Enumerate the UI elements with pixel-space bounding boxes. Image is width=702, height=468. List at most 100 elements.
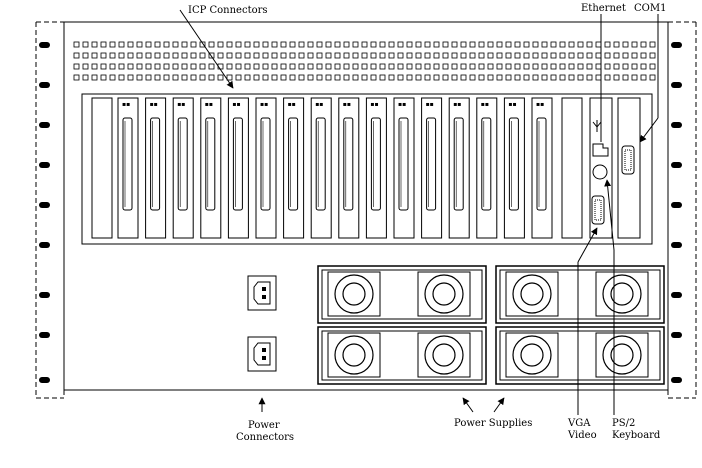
icp-card: ▪▪ [448, 97, 470, 239]
vent-hole [73, 63, 80, 70]
vent-hole [649, 52, 656, 59]
power-connectors-label-line1: Power [248, 420, 280, 431]
vent-hole [586, 52, 593, 59]
vent-hole [271, 63, 278, 70]
vent-hole [199, 52, 206, 59]
icp-card: ▪▪ [283, 97, 305, 239]
vent-hole [649, 41, 656, 48]
vent-hole [370, 74, 377, 81]
rail-hole [39, 332, 50, 338]
vent-hole [172, 74, 179, 81]
vent-hole [388, 74, 395, 81]
led-marks: ▪▪ [398, 101, 406, 108]
vent-hole [262, 63, 269, 70]
led-marks: ▪▪ [370, 101, 378, 108]
vent-hole [514, 74, 521, 81]
vent-hole [523, 41, 530, 48]
power-supply-unit [317, 265, 487, 324]
vent-hole [460, 74, 467, 81]
vent-hole [613, 63, 620, 70]
vent-hole [235, 63, 242, 70]
vent-hole [568, 63, 575, 70]
vent-hole [343, 63, 350, 70]
vent-hole [262, 52, 269, 59]
vent-hole [577, 74, 584, 81]
rail-hole [671, 377, 682, 383]
vent-hole [100, 63, 107, 70]
vent-hole [154, 52, 161, 59]
vent-hole [613, 41, 620, 48]
icp-connector [343, 117, 354, 211]
vent-hole [622, 74, 629, 81]
led-marks: ▪▪ [288, 101, 296, 108]
rail-hole [39, 122, 50, 128]
vent-hole [334, 63, 341, 70]
vent-hole [523, 52, 530, 59]
vent-hole [154, 41, 161, 48]
vent-hole [640, 52, 647, 59]
vent-hole [244, 74, 251, 81]
icp-card: ▪▪ [227, 97, 249, 239]
rail-hole [39, 202, 50, 208]
vent-hole [451, 74, 458, 81]
vent-hole [109, 63, 116, 70]
ps2-label-line1: PS/2 [612, 418, 635, 429]
vent-hole [541, 63, 548, 70]
vent-hole [163, 52, 170, 59]
vent-hole [244, 63, 251, 70]
rail-hole [39, 377, 50, 383]
led-marks: ▪▪ [508, 101, 516, 108]
vent-hole [100, 52, 107, 59]
rail-hole [39, 42, 50, 48]
vent-hole [235, 41, 242, 48]
vent-hole [109, 74, 116, 81]
icp-card: ▪▪ [476, 97, 498, 239]
icp-card-slots: ▪▪▪▪▪▪▪▪▪▪▪▪▪▪▪▪▪▪▪▪▪▪▪▪▪▪▪▪▪▪▪▪ [91, 97, 583, 239]
icp-card: ▪▪ [172, 97, 194, 239]
vent-hole [577, 63, 584, 70]
vent-hole [343, 74, 350, 81]
vent-hole [352, 74, 359, 81]
vent-hole [397, 52, 404, 59]
vent-hole [73, 52, 80, 59]
rail-hole [671, 332, 682, 338]
vent-hole [127, 74, 134, 81]
power-connectors-label-line2: Connectors [236, 432, 294, 443]
vent-hole [514, 52, 521, 59]
vga-label-line2: Video [567, 430, 597, 441]
com1-label: COM1 [634, 3, 666, 14]
vent-hole [199, 63, 206, 70]
vent-hole [208, 63, 215, 70]
vent-hole [136, 63, 143, 70]
vent-hole [235, 74, 242, 81]
power-supply-unit [317, 326, 487, 385]
vent-hole [100, 74, 107, 81]
vent-hole [370, 63, 377, 70]
vent-hole [460, 52, 467, 59]
vent-hole [73, 74, 80, 81]
icp-connectors-label: ICP Connectors [188, 5, 268, 16]
vent-hole [217, 52, 224, 59]
vent-hole [640, 74, 647, 81]
vent-hole [271, 74, 278, 81]
fan [417, 271, 471, 317]
led-marks: ▪▪ [205, 101, 213, 108]
fan [505, 332, 559, 378]
icp-connector [232, 117, 243, 211]
vent-hole [442, 74, 449, 81]
icp-card: ▪▪ [393, 97, 415, 239]
vent-hole [586, 63, 593, 70]
vent-hole [91, 52, 98, 59]
vent-hole [298, 63, 305, 70]
vent-hole [172, 41, 179, 48]
fan [327, 332, 381, 378]
vent-hole [487, 63, 494, 70]
vent-hole [523, 63, 530, 70]
vent-hole [253, 52, 260, 59]
vent-hole [361, 63, 368, 70]
vent-hole [73, 41, 80, 48]
vent-hole [604, 63, 611, 70]
vent-hole [451, 63, 458, 70]
ethernet-label: Ethernet [581, 3, 626, 14]
icp-connector [536, 117, 547, 211]
